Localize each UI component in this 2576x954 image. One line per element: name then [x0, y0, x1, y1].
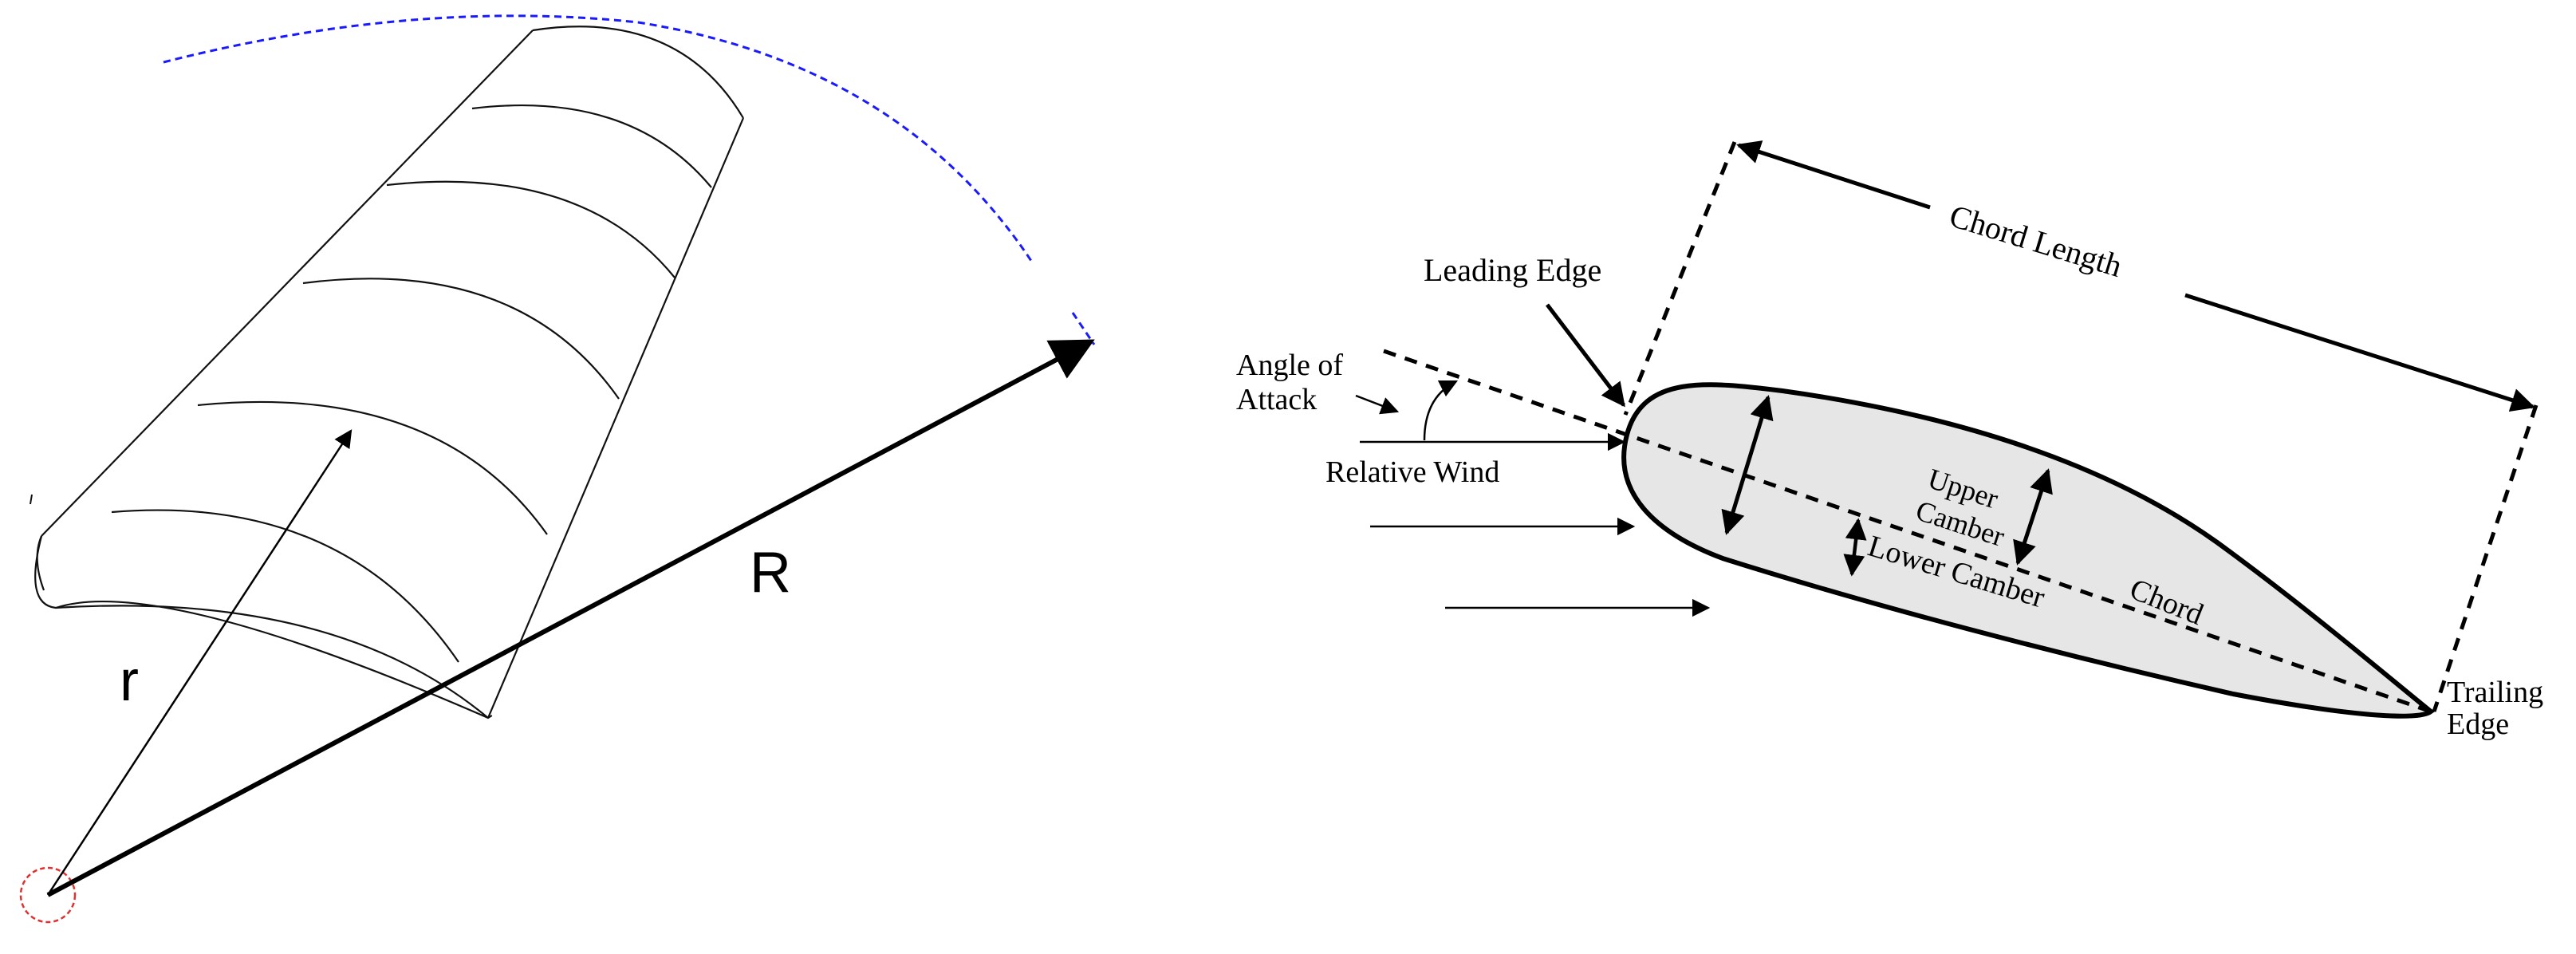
label-trailing-edge-1: Trailing [2447, 676, 2543, 709]
chord-length-arrow-left [1736, 140, 1931, 210]
leading-edge-arrow [1546, 303, 1625, 408]
angle-of-attack-arc [1423, 380, 1459, 441]
label-chord-length: Chord Length [1945, 198, 2126, 284]
chord-length-arrow-right [2184, 293, 2535, 412]
label-relative-wind: Relative Wind [1325, 455, 1499, 489]
thickness-arrow [1721, 395, 1774, 535]
airfoil-diagram: Chord Length Leading Edge Angle of Attac… [1236, 140, 2543, 741]
blade-wireframe [34, 26, 745, 719]
hub-circle [19, 866, 77, 924]
label-angle-of-attack-2: Attack [1236, 383, 1317, 416]
lower-camber-arrow [1843, 518, 1867, 577]
label-large-radius: R [750, 541, 791, 605]
blade-diagram: r R [19, 14, 1096, 924]
blade-small-tick [30, 494, 33, 505]
small-radius-arrow [46, 429, 353, 896]
label-small-radius: r [120, 649, 139, 713]
radius-arc-tip [1071, 312, 1096, 345]
radius-arc [163, 14, 1034, 264]
upper-camber-arrow [2013, 468, 2053, 566]
large-radius-arrow [46, 339, 1095, 897]
label-trailing-edge-2: Edge [2447, 708, 2509, 741]
airfoil-shape [1621, 382, 2435, 719]
chord-extension-right [2432, 404, 2539, 712]
chord-extension-left [1623, 141, 1737, 416]
angle-of-attack-pointer [1355, 394, 1400, 415]
label-angle-of-attack-1: Angle of [1236, 349, 1343, 382]
chord-line [1383, 349, 2432, 714]
label-leading-edge: Leading Edge [1424, 252, 1601, 288]
